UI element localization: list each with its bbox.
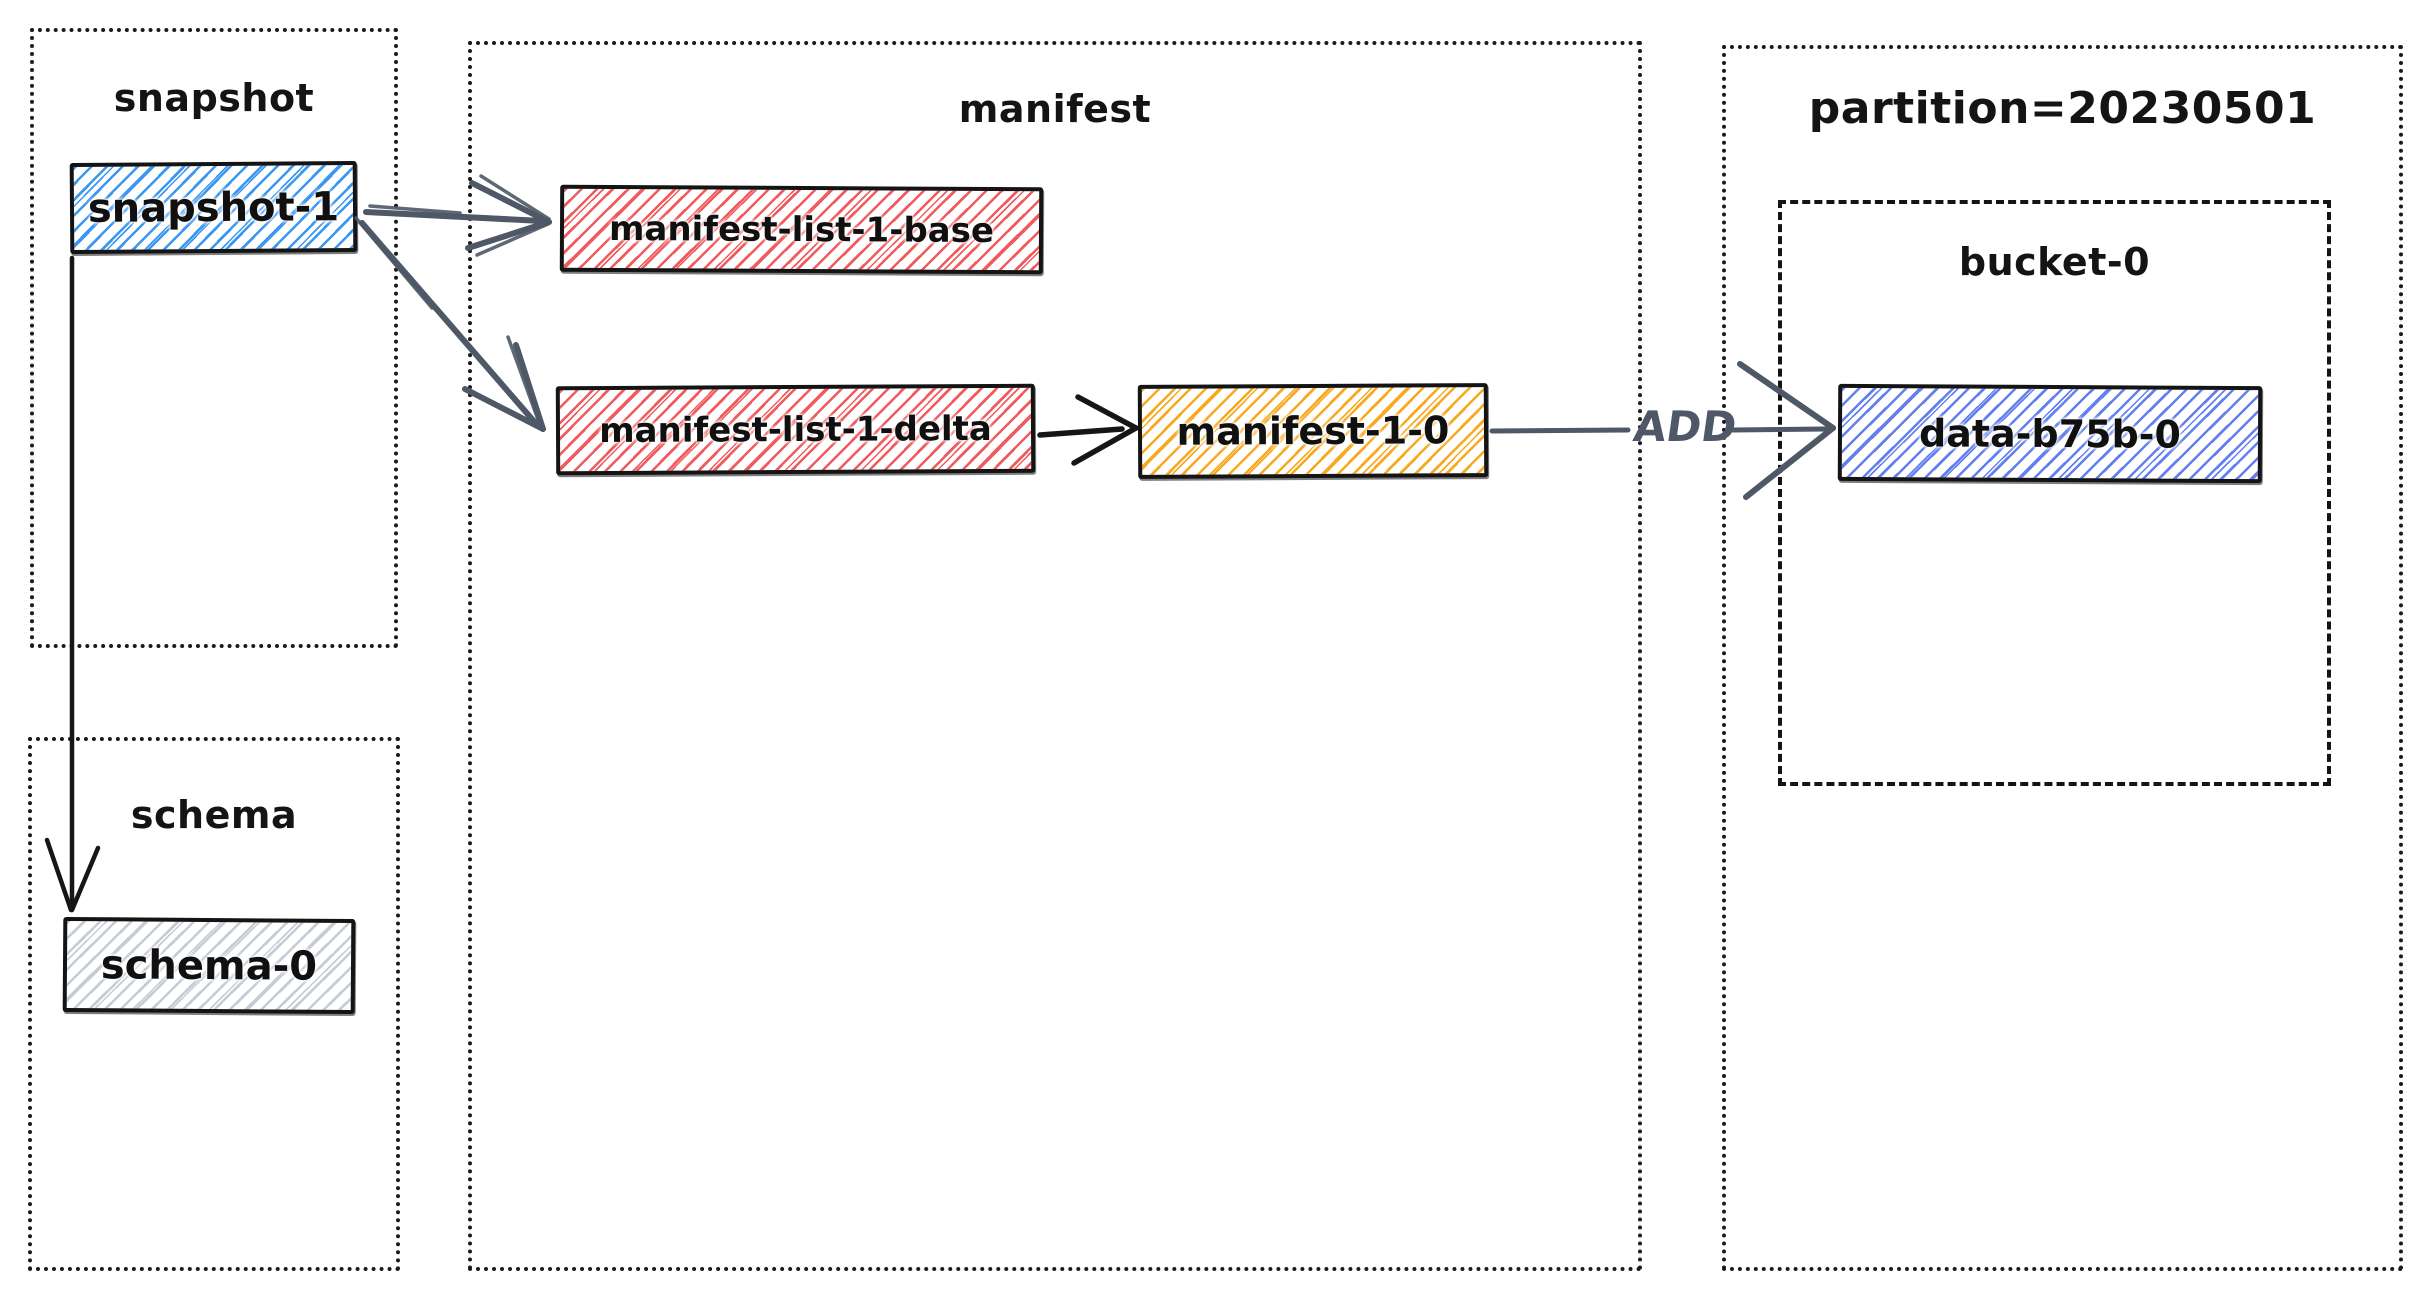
partition-container: partition=20230501 bbox=[1722, 45, 2403, 1271]
node-manifest-list-1-delta-label: manifest-list-1-delta bbox=[599, 408, 992, 451]
schema-container: schema bbox=[28, 737, 400, 1271]
node-manifest-list-1-delta: manifest-list-1-delta bbox=[555, 383, 1036, 476]
snapshot-container: snapshot bbox=[30, 28, 398, 648]
node-manifest-list-1-base: manifest-list-1-base bbox=[559, 184, 1044, 275]
node-manifest-1-0-label: manifest-1-0 bbox=[1176, 408, 1450, 454]
add-edge-label: ADD bbox=[1630, 402, 1740, 451]
bucket-container: bucket-0 bbox=[1778, 200, 2331, 786]
node-snapshot-1: snapshot-1 bbox=[69, 160, 358, 255]
schema-container-label: schema bbox=[130, 793, 298, 837]
manifest-container: manifest bbox=[468, 41, 1642, 1271]
node-manifest-1-0: manifest-1-0 bbox=[1137, 383, 1489, 479]
node-schema-0: schema-0 bbox=[62, 916, 356, 1015]
node-data-b75b-0: data-b75b-0 bbox=[1837, 383, 2263, 484]
bucket-container-label: bucket-0 bbox=[1958, 240, 2151, 284]
node-data-b75b-0-label: data-b75b-0 bbox=[1918, 410, 2182, 457]
node-schema-0-label: schema-0 bbox=[100, 941, 318, 990]
node-snapshot-1-label: snapshot-1 bbox=[87, 183, 340, 232]
manifest-container-label: manifest bbox=[958, 87, 1152, 131]
partition-container-label: partition=20230501 bbox=[1808, 83, 2317, 134]
node-manifest-list-1-base-label: manifest-list-1-base bbox=[608, 208, 995, 251]
snapshot-container-label: snapshot bbox=[113, 76, 315, 120]
